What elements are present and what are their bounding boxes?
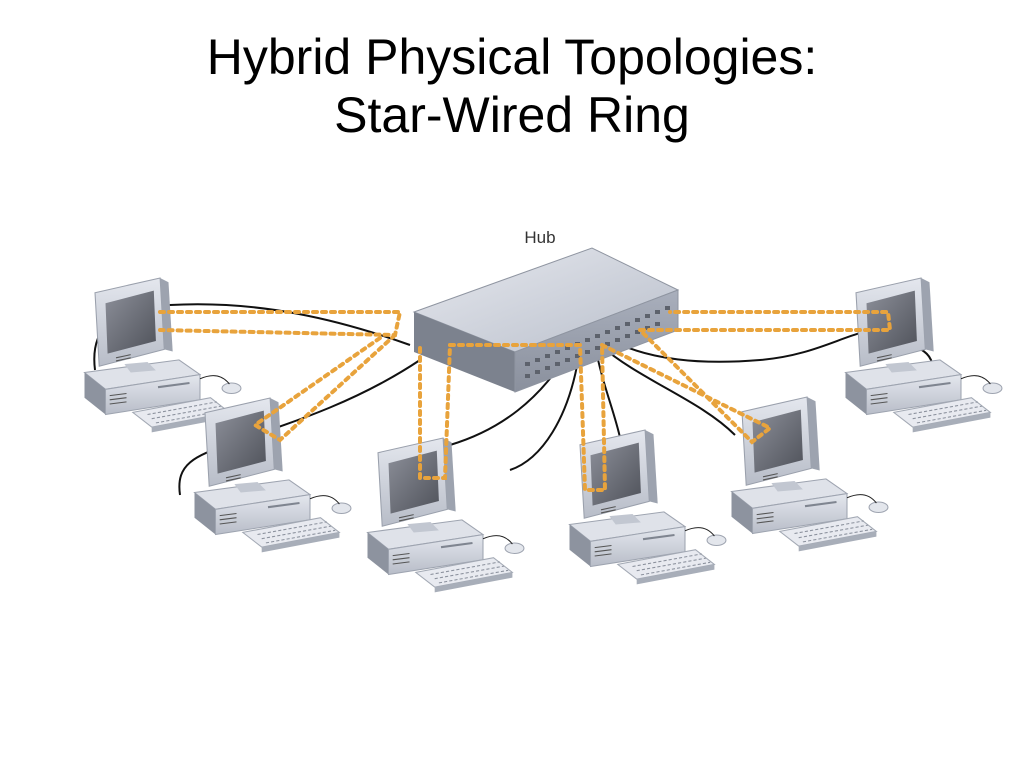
workstation-4 bbox=[568, 428, 728, 586]
hub-device: Hub bbox=[412, 228, 680, 393]
title-line-1: Hybrid Physical Topologies: bbox=[206, 29, 818, 85]
slide-title: Hybrid Physical Topologies: Star-Wired R… bbox=[0, 28, 1024, 144]
workstation-6 bbox=[844, 276, 1004, 434]
workstation-1 bbox=[83, 276, 242, 434]
workstation-2 bbox=[193, 396, 352, 554]
hub-label: Hub bbox=[524, 228, 555, 247]
title-line-2: Star-Wired Ring bbox=[334, 87, 690, 143]
logical-ring-path bbox=[158, 310, 893, 492]
